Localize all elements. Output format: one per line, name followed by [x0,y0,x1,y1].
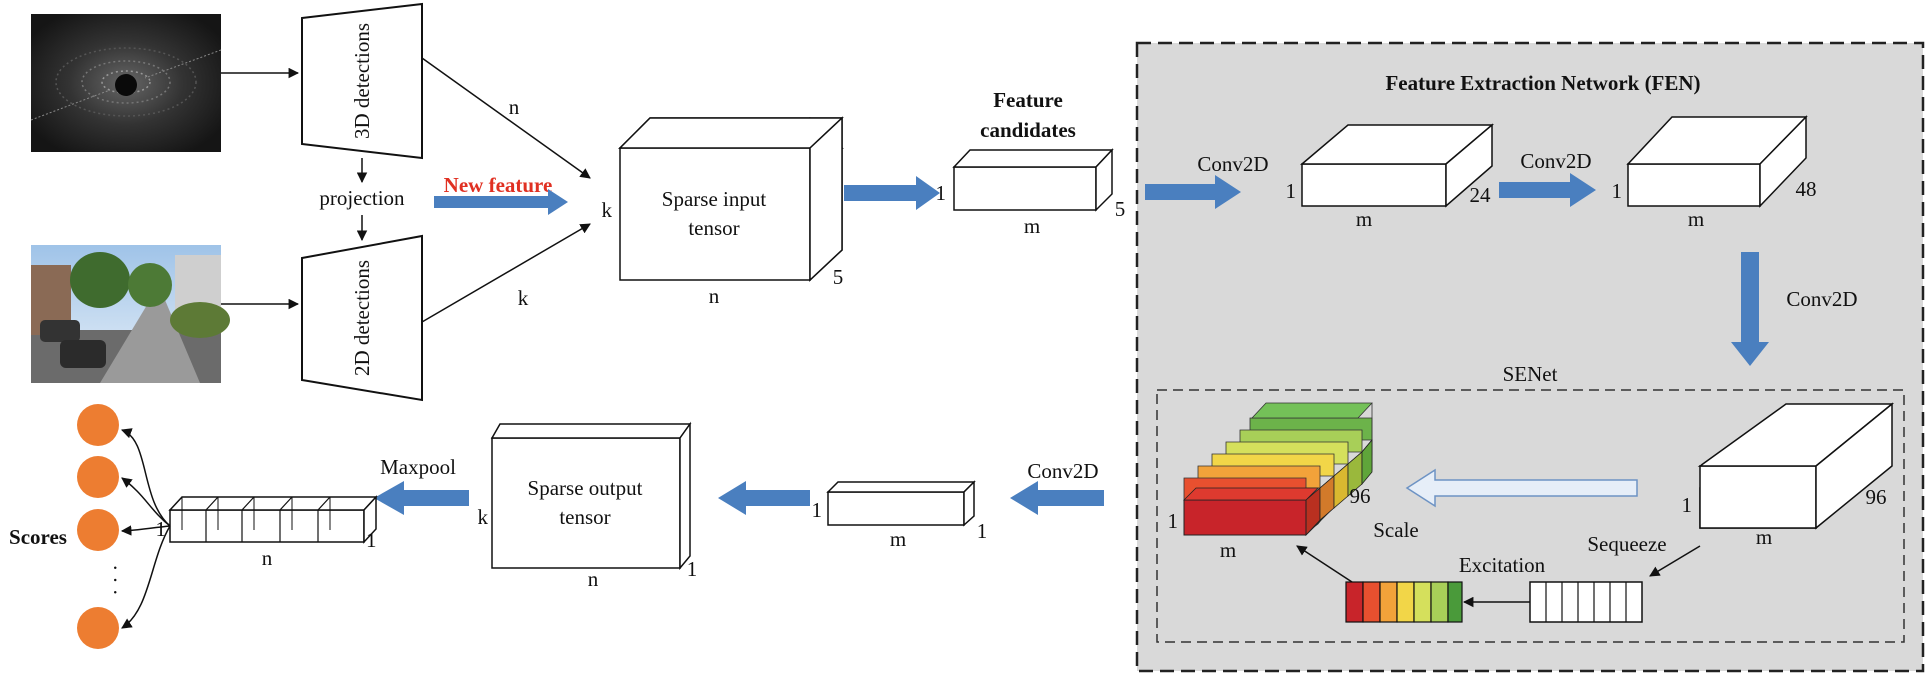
new-feature-label: New feature [444,173,553,197]
o1-m-label: m [890,527,906,551]
out-one-label: 1 [687,557,698,581]
score-vector [168,495,378,544]
sparse-output-label-1: Sparse output [528,476,643,500]
feature-candidates-box [952,148,1114,212]
c2-one-label: 1 [1612,179,1623,203]
conv1-label: Conv2D [1197,152,1268,176]
squeezed-vector [1529,581,1643,623]
score-dots: · · · [103,564,127,595]
feature-cand-label-2: candidates [980,118,1076,142]
stack-depth-label: 96 [1350,484,1371,508]
det2d-label: 2D detections [350,260,374,376]
scale-arrow [1405,468,1638,508]
senet-label: SENet [1503,362,1558,386]
out-n-label: n [588,567,599,591]
c3-one-label: 1 [1682,493,1693,517]
out-k-label: k [478,505,489,529]
det3d-label: 3D detections [350,23,374,139]
sparse-output-cube [490,421,692,571]
o1-one-right-label: 1 [977,519,988,543]
senet-panel [1156,389,1905,643]
conv1-arrow [1145,175,1241,209]
maxpool-label: Maxpool [380,455,456,479]
arrow-squeeze [1649,545,1701,577]
c3-m-label: m [1756,525,1772,549]
stack-m-label: m [1220,538,1236,562]
maxpool-arrow [374,481,469,515]
c2-depth-label: 48 [1796,177,1817,201]
arrow-to-output-tensor [718,481,810,515]
c1-m-label: m [1356,207,1372,231]
v-n-label: n [262,546,273,570]
score-node-1 [77,404,119,446]
output-feature-box [826,480,976,527]
k-bottom-label: k [518,286,529,310]
line-2d-to-input [421,223,591,323]
scaled-feature-stack [1183,402,1373,537]
fen-title: Feature Extraction Network (FEN) [1385,71,1700,95]
score-node-4 [77,607,119,649]
camera-image [31,245,230,383]
v-one-left-label: 1 [156,517,167,541]
sparse-output-label-2: tensor [559,505,610,529]
c1-depth-label: 24 [1470,183,1492,207]
conv3-label: Conv2D [1786,287,1857,311]
sparse-input-label-2: tensor [688,216,739,240]
stack-one-label: 1 [1168,509,1179,533]
lidar-image [30,14,222,152]
sequeeze-label: Sequeeze [1587,532,1666,556]
c3-depth-label: 96 [1866,485,1887,509]
line-3d-to-input [421,57,591,179]
fc-five-label: 5 [1115,197,1126,221]
c2-m-label: m [1688,207,1704,231]
conv2-arrow [1499,173,1596,207]
o1-one-left-label: 1 [812,498,823,522]
feature-cand-label-1: Feature [993,88,1063,112]
excitation-label: Excitation [1459,553,1546,577]
fc-m-label: m [1024,214,1040,238]
conv4-label: Conv2D [1027,459,1098,483]
v-one-right-label: 1 [366,528,377,552]
det3d-trapezoid [301,2,423,160]
conv3-arrow [1731,252,1769,366]
feature-map-48 [1626,115,1808,208]
input-n-label: n [709,284,720,308]
n-top-label: n [509,95,520,119]
det2d-trapezoid [301,234,423,402]
c1-one-label: 1 [1286,179,1297,203]
conv4-arrow [1010,481,1104,515]
arrow-to-candidates [844,176,940,210]
score-nodes [77,404,171,649]
sparse-input-cube [618,116,844,282]
conv2-label: Conv2D [1520,149,1591,173]
scores-label: Scores [9,525,67,549]
scale-label: Scale [1373,518,1418,542]
feature-map-24 [1299,123,1495,208]
input-five-label: 5 [833,265,844,289]
projection-label: projection [319,186,405,210]
new-feature-arrow [434,189,568,215]
fc-one-label: 1 [936,181,947,205]
feature-map-96 [1697,402,1895,530]
input-k-label: k [602,198,613,222]
sparse-input-label-1: Sparse input [662,187,767,211]
excitation-vector [1345,581,1463,623]
score-node-2 [77,456,119,498]
arrow-excitation-to-stack [1296,545,1353,583]
score-node-3 [77,509,119,551]
